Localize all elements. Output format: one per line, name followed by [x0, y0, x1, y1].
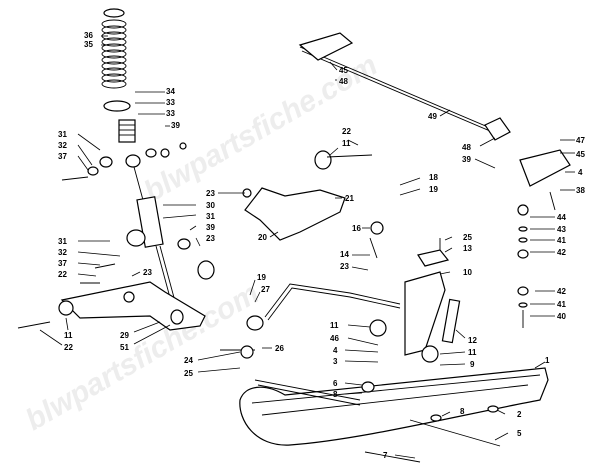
callout-31c: 31 [58, 237, 67, 246]
callout-42b: 42 [557, 287, 566, 296]
callout-11c: 11 [330, 321, 339, 330]
callout-49: 49 [428, 112, 437, 121]
callout-22a: 22 [342, 127, 351, 136]
callout-13: 13 [463, 244, 472, 253]
callout-45b: 45 [576, 150, 585, 159]
callout-23d: 23 [143, 268, 152, 277]
callout-31a: 31 [58, 130, 67, 139]
callout-42a: 42 [557, 248, 566, 257]
hardware-stack [517, 204, 529, 328]
callout-20: 20 [258, 233, 267, 242]
callout-51: 51 [120, 343, 129, 352]
callout-8b: 8 [460, 407, 465, 416]
callout-19b: 19 [257, 273, 266, 282]
callout-34: 34 [166, 87, 175, 96]
callout-19a: 19 [429, 185, 438, 194]
callout-27: 27 [261, 285, 270, 294]
callout-3: 3 [333, 357, 338, 366]
callout-4a: 4 [578, 168, 583, 177]
callout-46: 46 [330, 334, 339, 343]
callout-31b: 31 [206, 212, 215, 221]
callout-24: 24 [184, 356, 193, 365]
callout-11a: 11 [342, 139, 351, 148]
callout-22c: 22 [64, 343, 73, 352]
callout-11d: 11 [468, 348, 477, 357]
callout-35: 35 [84, 40, 93, 49]
callout-23c: 23 [340, 262, 349, 271]
callout-45a: 45 [339, 66, 348, 75]
callout-29: 29 [120, 331, 129, 340]
callout-22b: 22 [58, 270, 67, 279]
callout-11b: 11 [64, 331, 73, 340]
callouts: 36 35 34 33 33 39 31 32 37 45 48 47 45 4… [39, 31, 585, 460]
ski [239, 367, 549, 463]
callout-4b: 4 [333, 346, 338, 355]
callout-14: 14 [340, 250, 349, 259]
callout-26: 26 [275, 344, 284, 353]
callout-16: 16 [352, 224, 361, 233]
callout-48b: 48 [462, 143, 471, 152]
callout-5: 5 [517, 429, 522, 438]
spindle [369, 221, 461, 363]
callout-6: 6 [333, 379, 338, 388]
callout-37a: 37 [58, 152, 67, 161]
callout-37b: 37 [58, 259, 67, 268]
callout-25b: 25 [184, 369, 193, 378]
callout-32b: 32 [58, 248, 67, 257]
steering-rod [220, 283, 401, 359]
upper-a-arm [242, 150, 373, 241]
callout-38: 38 [576, 186, 585, 195]
callout-40: 40 [557, 312, 566, 321]
callout-44: 44 [557, 213, 566, 222]
callout-47: 47 [576, 136, 585, 145]
tie-rod [298, 32, 571, 211]
callout-39c: 39 [206, 223, 215, 232]
callout-1: 1 [545, 356, 550, 365]
callout-8a: 8 [333, 390, 338, 399]
callout-25a: 25 [463, 233, 472, 242]
callout-23b: 23 [206, 234, 215, 243]
callout-32a: 32 [58, 141, 67, 150]
callout-30: 30 [206, 201, 215, 210]
callout-48a: 48 [339, 77, 348, 86]
lower-a-arm-left [17, 229, 215, 331]
callout-43: 43 [557, 225, 566, 234]
callout-33a: 33 [166, 98, 175, 107]
callout-33b: 33 [166, 109, 175, 118]
callout-9: 9 [470, 360, 475, 369]
callout-36: 36 [84, 31, 93, 40]
callout-41a: 41 [557, 236, 566, 245]
callout-2: 2 [517, 410, 522, 419]
callout-7: 7 [383, 451, 388, 460]
callout-23a: 23 [206, 189, 215, 198]
callout-39a: 39 [171, 121, 180, 130]
callout-10: 10 [463, 268, 472, 277]
callout-18: 18 [429, 173, 438, 182]
callout-21: 21 [345, 194, 354, 203]
callout-39b: 39 [462, 155, 471, 164]
callout-12: 12 [468, 336, 477, 345]
callout-41b: 41 [557, 300, 566, 309]
